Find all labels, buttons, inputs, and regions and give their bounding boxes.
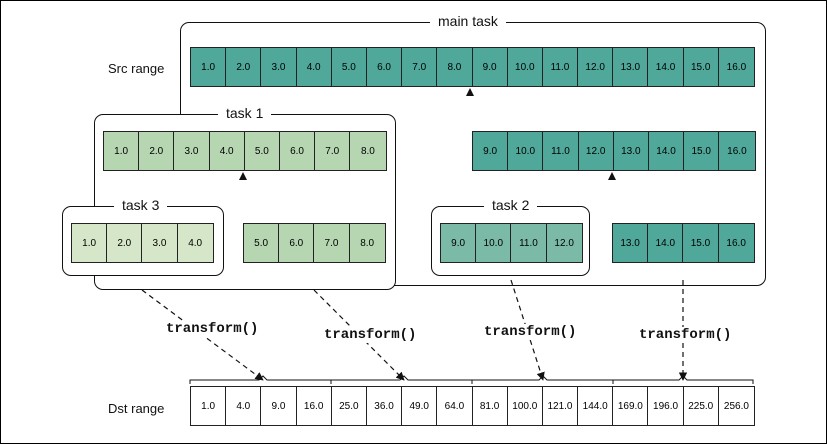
dst-group-brace-2 [330, 375, 473, 384]
cell: 12.0 [578, 48, 614, 86]
cell: 144.0 [578, 387, 614, 425]
cell: 4.0 [226, 387, 262, 425]
cell: 196.0 [648, 387, 684, 425]
cell: 81.0 [472, 387, 508, 425]
cell: 13.0 [613, 48, 649, 86]
cell: 5.0 [244, 132, 280, 170]
cell: 11.0 [511, 224, 547, 262]
cell: 100.0 [507, 387, 543, 425]
cell: 16.0 [718, 224, 754, 262]
cell: 12.0 [546, 224, 582, 262]
task2-label: task 2 [484, 197, 538, 213]
cell: 7.0 [314, 224, 350, 262]
cell: 9.0 [473, 132, 509, 170]
cell: 4.0 [296, 48, 332, 86]
cell: 16.0 [296, 387, 332, 425]
cell: 8.0 [349, 224, 385, 262]
cell: 1.0 [104, 132, 140, 170]
cell: 49.0 [402, 387, 438, 425]
cell: 25.0 [331, 387, 367, 425]
cell: 64.0 [437, 387, 473, 425]
cell: 10.0 [508, 132, 544, 170]
task3-label: task 3 [114, 197, 168, 213]
transform-label-4: transform() [636, 327, 735, 343]
cell: 121.0 [542, 387, 579, 425]
cell: 169.0 [613, 387, 649, 425]
cell: 15.0 [683, 224, 719, 262]
cell: 9.0 [472, 48, 508, 86]
main-task-label: main task [430, 13, 506, 29]
src-range-label: Src range [108, 61, 165, 76]
cell: 14.0 [648, 48, 684, 86]
cell: 13.0 [613, 224, 649, 262]
cell: 15.0 [684, 132, 720, 170]
cell: 36.0 [366, 387, 403, 425]
cell: 1.0 [191, 387, 227, 425]
cell: 225.0 [683, 387, 719, 425]
cell: 6.0 [279, 132, 316, 170]
cell: 2.0 [107, 224, 143, 262]
cell: 5.0 [331, 48, 367, 86]
transform-label-2: transform() [321, 327, 420, 343]
cell: 12.0 [578, 132, 614, 170]
cell: 1.0 [191, 48, 227, 86]
cell: 1.0 [72, 224, 108, 262]
cell: 2.0 [226, 48, 262, 86]
cell: 8.0 [350, 132, 386, 170]
dst-group-brace-4 [612, 375, 754, 384]
cell: 9.0 [441, 224, 477, 262]
cell: 4.0 [177, 224, 213, 262]
cell: 9.0 [261, 387, 297, 425]
transform-label-1: transform() [163, 321, 262, 337]
cell: 3.0 [261, 48, 297, 86]
cell: 5.0 [244, 224, 280, 262]
cell: 8.0 [437, 48, 473, 86]
cell: 3.0 [142, 224, 178, 262]
cell: 6.0 [366, 48, 403, 86]
split-marker-src [466, 88, 474, 96]
transform-label-3: transform() [481, 324, 580, 340]
cell: 7.0 [315, 132, 351, 170]
cell: 11.0 [543, 132, 579, 170]
cell: 6.0 [279, 224, 315, 262]
cell: 11.0 [542, 48, 579, 86]
cell: 16.0 [718, 48, 754, 86]
cell: 13.0 [613, 132, 649, 170]
cell: 4.0 [209, 132, 245, 170]
task1-label: task 1 [218, 105, 272, 121]
cell: 14.0 [648, 132, 685, 170]
dst-range-label: Dst range [108, 401, 165, 416]
dst-group-brace-3 [471, 375, 614, 384]
cell: 7.0 [402, 48, 438, 86]
cell: 256.0 [718, 387, 754, 425]
split-marker-right [608, 172, 616, 180]
cell: 10.0 [507, 48, 543, 86]
cell: 10.0 [476, 224, 512, 262]
cell: 3.0 [174, 132, 210, 170]
cell: 15.0 [683, 48, 719, 86]
cell: 14.0 [648, 224, 684, 262]
cell: 2.0 [139, 132, 175, 170]
split-marker-task1 [239, 172, 247, 180]
dst-group-brace-1 [189, 375, 332, 384]
cell: 16.0 [719, 132, 755, 170]
